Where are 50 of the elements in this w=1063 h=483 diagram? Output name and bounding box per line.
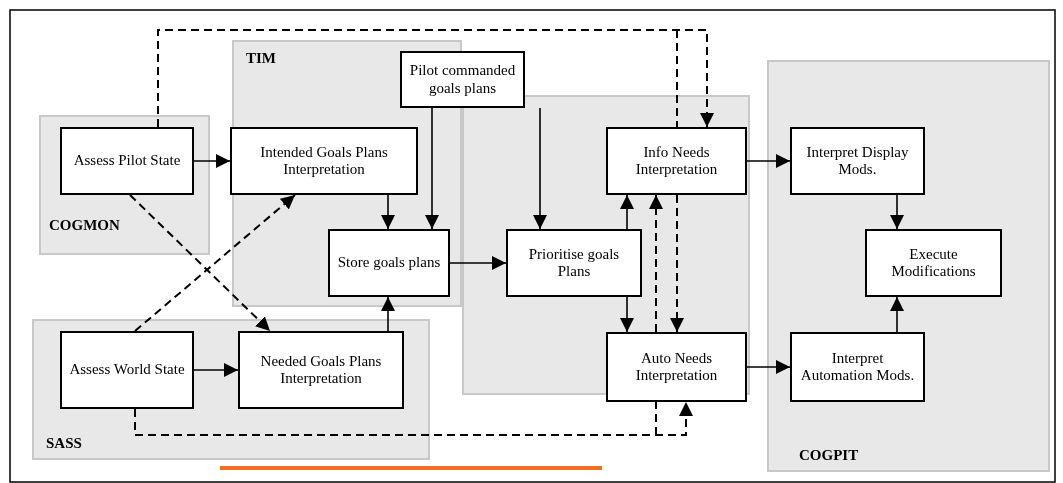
process-box	[400, 51, 525, 108]
arrow	[890, 296, 904, 333]
arrow	[134, 401, 693, 436]
process-box	[60, 331, 194, 409]
arrow	[533, 107, 547, 230]
arrow	[157, 29, 714, 128]
arrow	[620, 194, 634, 230]
box-label: Execute Modifications	[890, 245, 977, 281]
process-box	[506, 229, 642, 297]
box-label: Store goals plans	[336, 254, 442, 272]
arrow	[129, 194, 271, 332]
arrow	[670, 194, 684, 333]
box-label: Prioritise goals Plans	[527, 245, 621, 281]
process-box	[865, 229, 1002, 297]
process-box	[790, 127, 925, 195]
process-box	[606, 332, 747, 402]
group-label: SASS	[46, 435, 82, 452]
arrow	[890, 194, 904, 230]
box-label: Intended Goals Plans Interpretation	[259, 143, 389, 179]
group-panel	[32, 319, 430, 460]
process-box	[230, 127, 418, 195]
box-label: Assess Pilot State	[72, 152, 182, 170]
box-label: Needed Goals Plans Interpretation	[259, 352, 383, 388]
arrow	[381, 194, 395, 230]
process-box	[606, 127, 747, 195]
process-box	[790, 332, 925, 402]
group-label: TIM	[246, 50, 276, 67]
box-label: Interpret Display Mods.	[805, 143, 910, 179]
group-panel	[39, 115, 210, 255]
group-label: COGPIT	[799, 447, 859, 464]
group-panel	[767, 60, 1050, 472]
box-label: Assess World State	[68, 361, 186, 379]
box-label: Info Needs Interpretation	[634, 143, 719, 179]
arrow	[449, 256, 507, 270]
box-label: Auto Needs Interpretation	[634, 349, 719, 385]
arrow	[381, 296, 395, 332]
arrow	[649, 194, 663, 333]
group-label: COGMON	[49, 217, 120, 234]
process-box	[60, 127, 194, 195]
arrow	[425, 107, 439, 230]
arrow	[620, 296, 634, 333]
arrow	[746, 360, 791, 374]
arrow	[134, 194, 296, 332]
arrow	[746, 154, 791, 168]
arrow	[193, 154, 231, 168]
box-label: Interpret Automation Mods.	[799, 349, 916, 385]
arrow	[193, 363, 239, 377]
process-box	[328, 229, 450, 297]
process-box	[238, 331, 404, 409]
box-label: Pilot commanded goals plans	[408, 62, 517, 97]
